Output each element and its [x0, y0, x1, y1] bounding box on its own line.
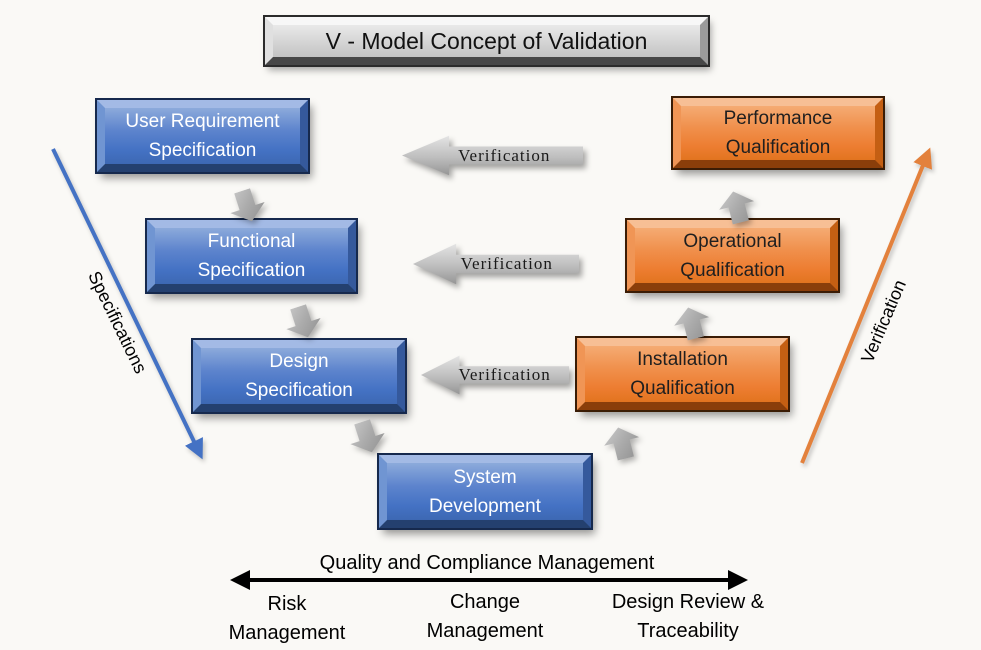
down-arrow-icon	[229, 190, 265, 222]
left-arrow-icon: Verification	[402, 135, 583, 176]
box-operational-qualification: Operational Qualification	[625, 218, 840, 293]
specifications-diagonal-arrow-icon	[51, 148, 203, 460]
quality-axis-title: Quality and Compliance Management	[319, 552, 655, 574]
axis-item-risk-management: Risk Management	[228, 593, 346, 644]
axis-item-change-management: Change Management	[426, 591, 544, 642]
down-arrow-icon	[349, 421, 385, 453]
up-arrow-icon	[604, 427, 640, 459]
box-system-development: System Development	[377, 453, 593, 530]
box-label: Performance Qualification	[723, 108, 833, 158]
verification-arrow-label: Verification	[460, 254, 553, 273]
axis-item-design-review-traceability: Design Review & Traceability	[611, 591, 765, 642]
verification-arrow-3: Verification	[421, 353, 569, 397]
box-label: Design Specification	[245, 351, 353, 401]
verification-arrow-1: Verification	[402, 133, 583, 178]
up-arrow-icon	[674, 307, 710, 339]
box-label: Operational Qualification	[680, 230, 785, 281]
box-user-requirement-specification: User Requirement Specification	[95, 98, 310, 174]
box-label: Functional Specification	[197, 231, 306, 281]
diagram-title: V - Model Concept of Validation	[325, 27, 648, 54]
box-design-specification: Design Specification	[191, 338, 407, 414]
verification-diagonal-arrow-icon	[800, 147, 932, 464]
verification-arrow-2: Verification	[413, 241, 579, 287]
box-installation-qualification: Installation Qualification	[575, 336, 790, 412]
box-label: User Requirement Specification	[125, 111, 280, 161]
diagram-title-box: V - Model Concept of Validation	[263, 15, 710, 67]
box-performance-qualification: Performance Qualification	[671, 96, 885, 170]
left-arrow-icon: Verification	[413, 243, 579, 285]
verification-diagonal-label: Verification	[857, 276, 910, 366]
left-arrow-icon: Verification	[421, 355, 569, 395]
box-label: System Development	[429, 466, 541, 517]
up-arrow-icon	[719, 191, 755, 223]
box-label: Installation Qualification	[630, 349, 735, 399]
verification-arrow-label: Verification	[458, 145, 551, 165]
down-arrow-icon	[285, 306, 321, 338]
verification-arrow-label: Verification	[458, 365, 551, 384]
box-functional-specification: Functional Specification	[145, 218, 358, 294]
